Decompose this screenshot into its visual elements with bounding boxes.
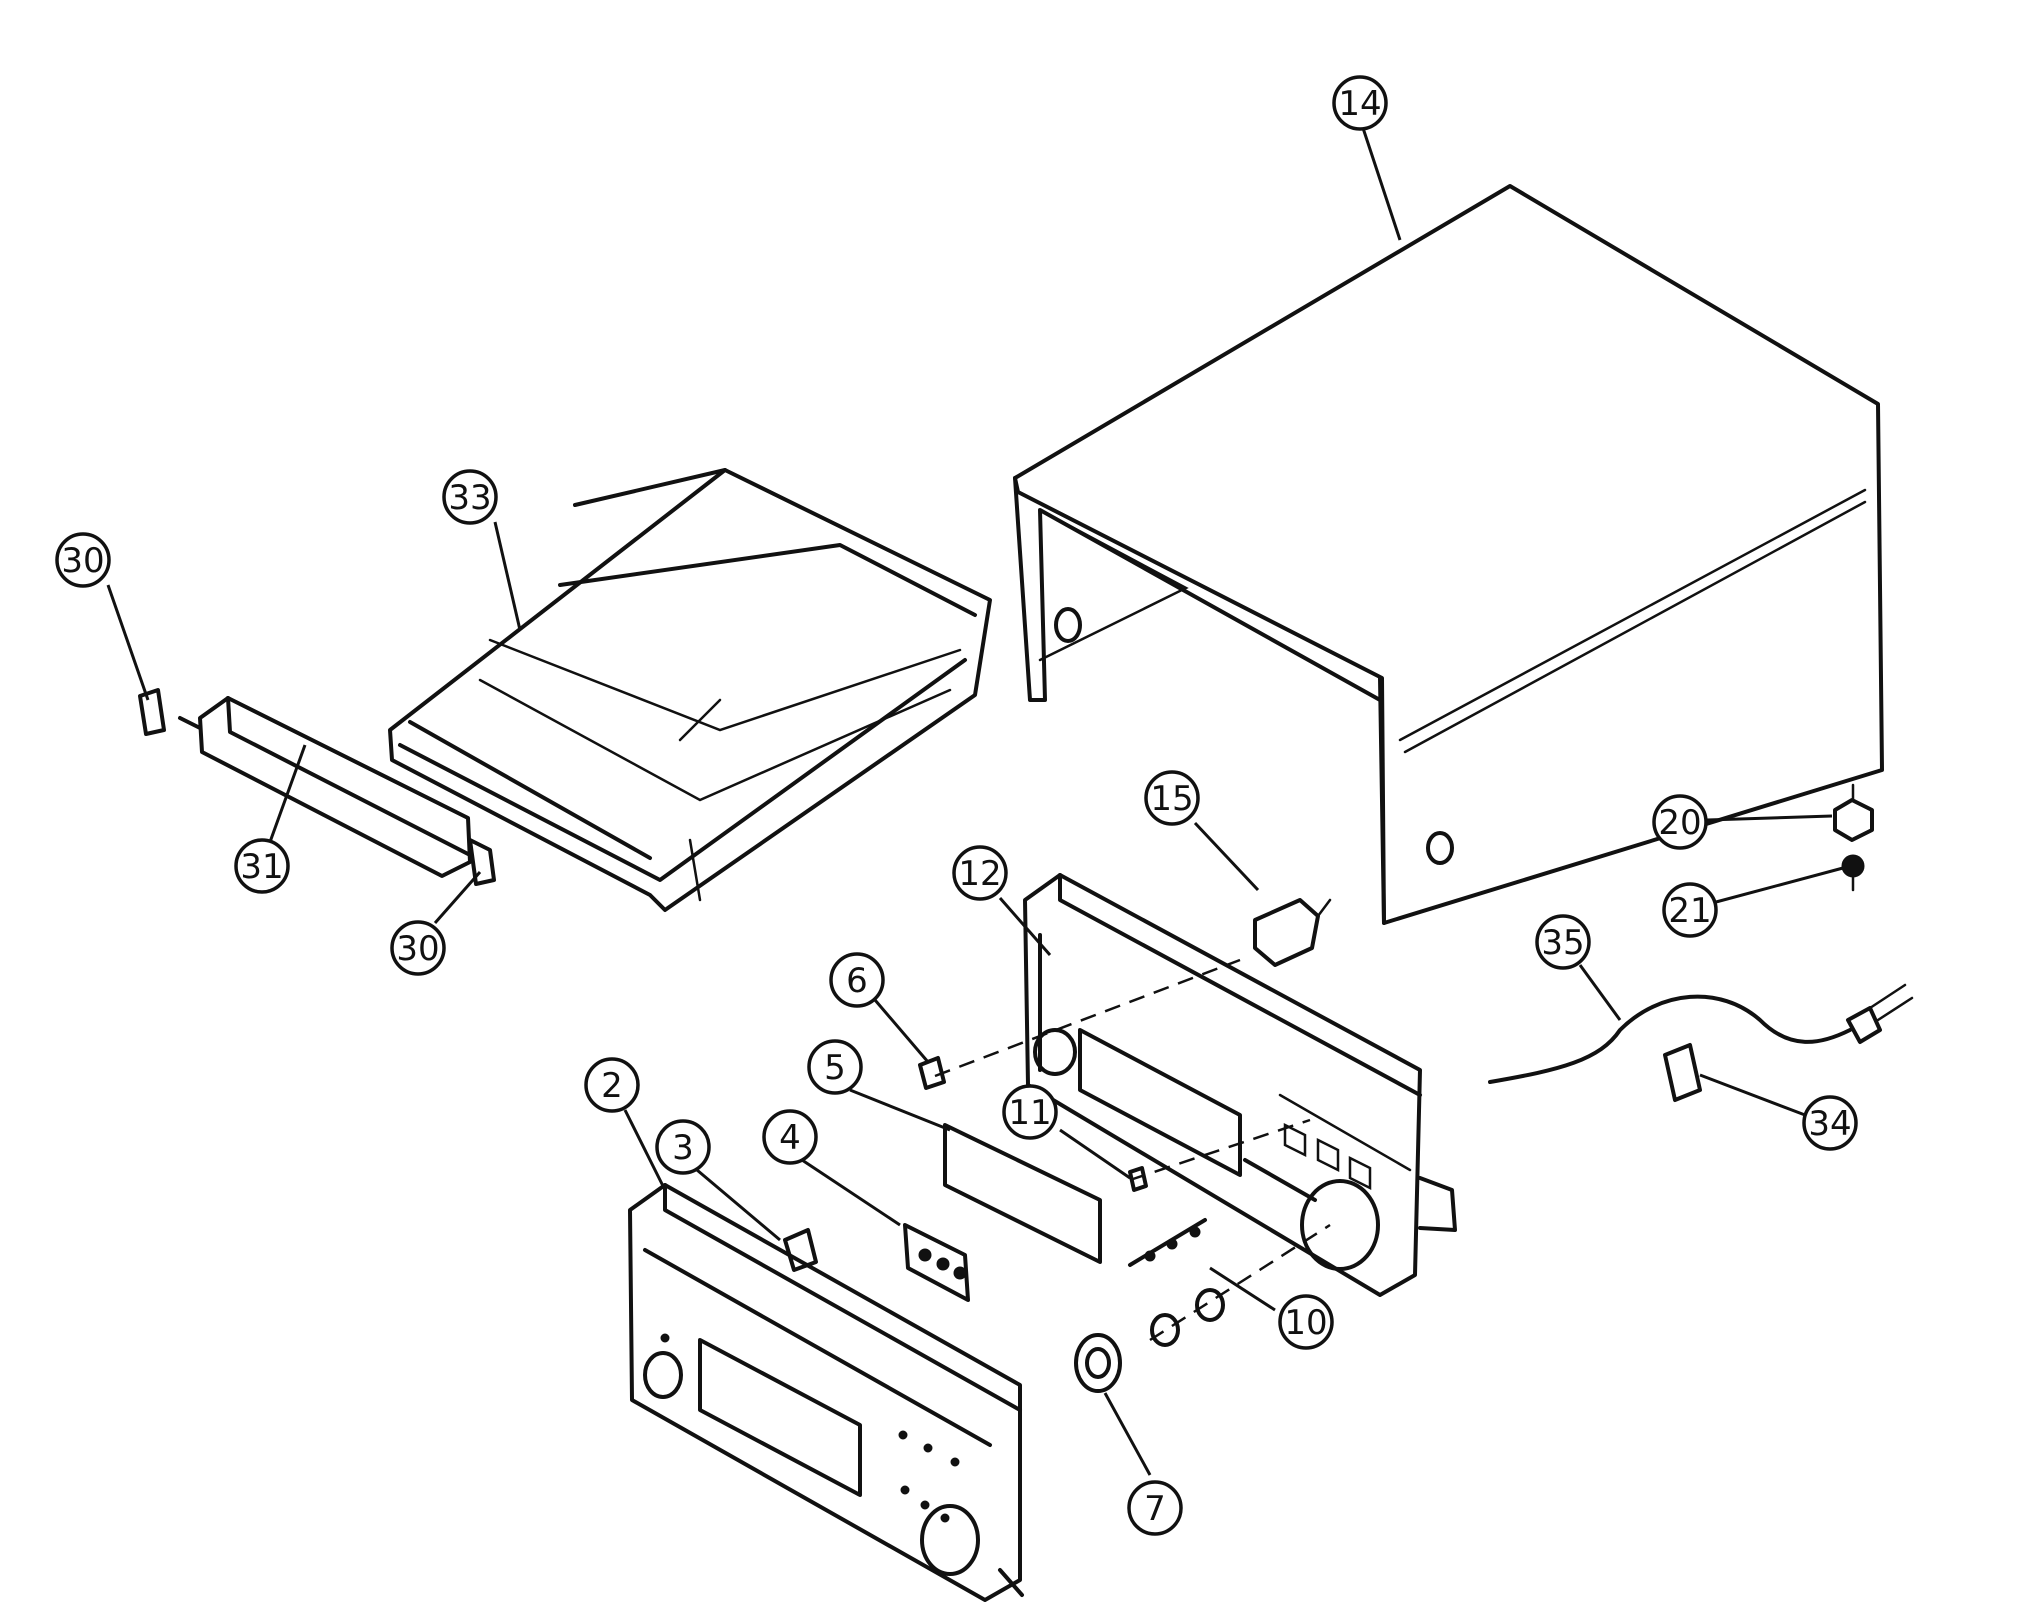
disc-tray — [388, 468, 992, 912]
front-chassis — [1023, 873, 1457, 1297]
callout-label-6: 6 — [846, 961, 868, 1001]
callout-14: 14 — [1332, 75, 1388, 131]
leader-lines — [106, 127, 1844, 1476]
callout-label-15: 15 — [1150, 779, 1193, 819]
callout-label-11: 11 — [1008, 1093, 1051, 1133]
callout-label-14: 14 — [1338, 84, 1381, 124]
callout-33: 33 — [442, 469, 498, 525]
nut-and-washer — [1833, 783, 1874, 892]
front-panel — [628, 1183, 1024, 1602]
callout-20: 20 — [1652, 794, 1708, 850]
callout-label-3: 3 — [672, 1128, 694, 1168]
callout-label-12: 12 — [958, 854, 1001, 894]
switch-bracket — [1253, 898, 1332, 967]
callout-10: 10 — [1278, 1294, 1334, 1350]
callout-label-20: 20 — [1658, 803, 1701, 843]
callout-6: 6 — [829, 952, 885, 1008]
callout-label-35: 35 — [1541, 923, 1584, 963]
power-cord — [1488, 983, 1914, 1102]
callout-label-30-top: 30 — [61, 541, 104, 581]
assembly-guides — [934, 958, 1331, 1342]
small-components — [783, 1056, 1225, 1393]
callout-35: 35 — [1535, 914, 1591, 970]
callout-5: 5 — [807, 1039, 863, 1095]
callout-30-bottom: 30 — [390, 920, 446, 976]
callout-4: 4 — [762, 1109, 818, 1165]
callout-label-10: 10 — [1284, 1303, 1327, 1343]
callout-label-21: 21 — [1668, 891, 1711, 931]
callout-2: 2 — [584, 1057, 640, 1113]
callout-label-7: 7 — [1144, 1489, 1166, 1529]
callout-label-31: 31 — [240, 847, 283, 887]
callout-11: 11 — [1002, 1084, 1058, 1140]
callout-31: 31 — [234, 838, 290, 894]
callout-3: 3 — [655, 1119, 711, 1175]
callout-34: 34 — [1802, 1095, 1858, 1151]
callout-label-33: 33 — [448, 478, 491, 518]
callout-12: 12 — [952, 845, 1008, 901]
slide-rail — [138, 688, 496, 886]
callout-30-top: 30 — [55, 532, 111, 588]
callout-label-2: 2 — [601, 1066, 623, 1106]
callout-15: 15 — [1144, 770, 1200, 826]
callout-label-5: 5 — [824, 1048, 846, 1088]
callout-label-34: 34 — [1808, 1104, 1851, 1144]
cabinet-cover — [1013, 184, 1884, 925]
callout-label-30-bottom: 30 — [396, 929, 439, 969]
callout-21: 21 — [1662, 882, 1718, 938]
callout-label-4: 4 — [779, 1118, 801, 1158]
callout-7: 7 — [1127, 1480, 1183, 1536]
